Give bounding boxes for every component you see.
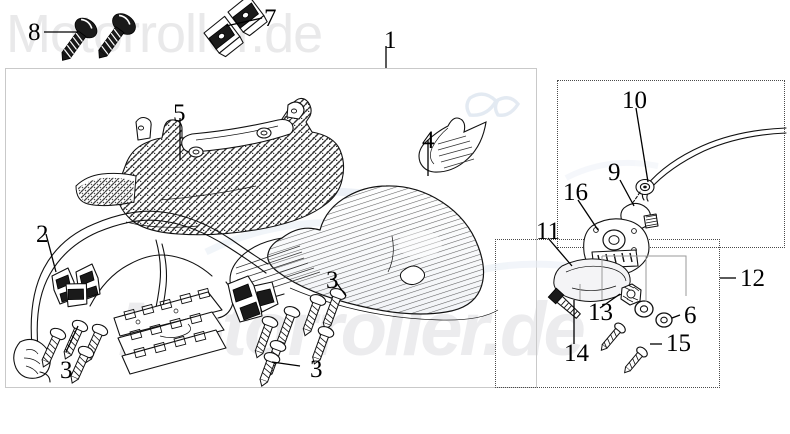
leader-11 [547, 237, 573, 267]
part-10-antenna-wire [627, 127, 787, 209]
callout-3c: 3 [310, 356, 323, 383]
part-7-clip-brackets [203, 0, 268, 58]
callout-3b: 3 [326, 267, 339, 294]
callout-9: 9 [608, 159, 621, 186]
part-3-tapping-screws-right [254, 288, 347, 388]
callout-12: 12 [740, 265, 765, 292]
callout-3a: 3 [60, 357, 73, 384]
part-6-washers [634, 300, 673, 328]
callout-8: 8 [28, 19, 41, 46]
callout-5: 5 [173, 100, 186, 127]
main-assembly-frame [5, 68, 537, 388]
callout-11: 11 [536, 218, 561, 245]
leader-13 [599, 293, 621, 309]
callout-2: 2 [36, 221, 49, 248]
leader-lines [44, 17, 736, 367]
callout-6: 6 [684, 302, 697, 329]
leader-16 [577, 199, 599, 231]
leader-3b [332, 277, 347, 297]
connector-strip-3 [121, 329, 227, 375]
callout-13: 13 [588, 299, 613, 326]
leader-2 [45, 233, 57, 273]
connector-strip-2 [117, 311, 225, 357]
callout-1: 1 [384, 27, 397, 54]
callout-16: 16 [563, 179, 588, 206]
grouping-brackets [579, 255, 687, 302]
part-13-nut [620, 283, 642, 306]
callout-10: 10 [622, 87, 647, 114]
callout-15: 15 [666, 330, 691, 357]
leader-3c [271, 361, 301, 367]
leader-6 [671, 314, 681, 319]
part-4-tail-light-lens [229, 117, 499, 321]
part-8-pan-head-screws [61, 13, 136, 61]
callout-4: 4 [422, 127, 435, 154]
leader-7 [225, 17, 263, 27]
part-3-tapping-screws-left [41, 319, 109, 384]
leader-10 [635, 107, 649, 183]
part-15-screws [600, 322, 648, 374]
part-11-lens-cover [553, 258, 631, 302]
callout-14: 14 [564, 340, 589, 367]
connector-strip-1 [113, 287, 223, 337]
part-2-wiring-harness [13, 210, 279, 383]
leader-9 [619, 179, 635, 207]
callout-7: 7 [264, 5, 277, 32]
detail-frame-upper-right [557, 80, 785, 248]
leader-3a [65, 325, 79, 353]
part-5-rear-carrier-grill [75, 97, 345, 236]
